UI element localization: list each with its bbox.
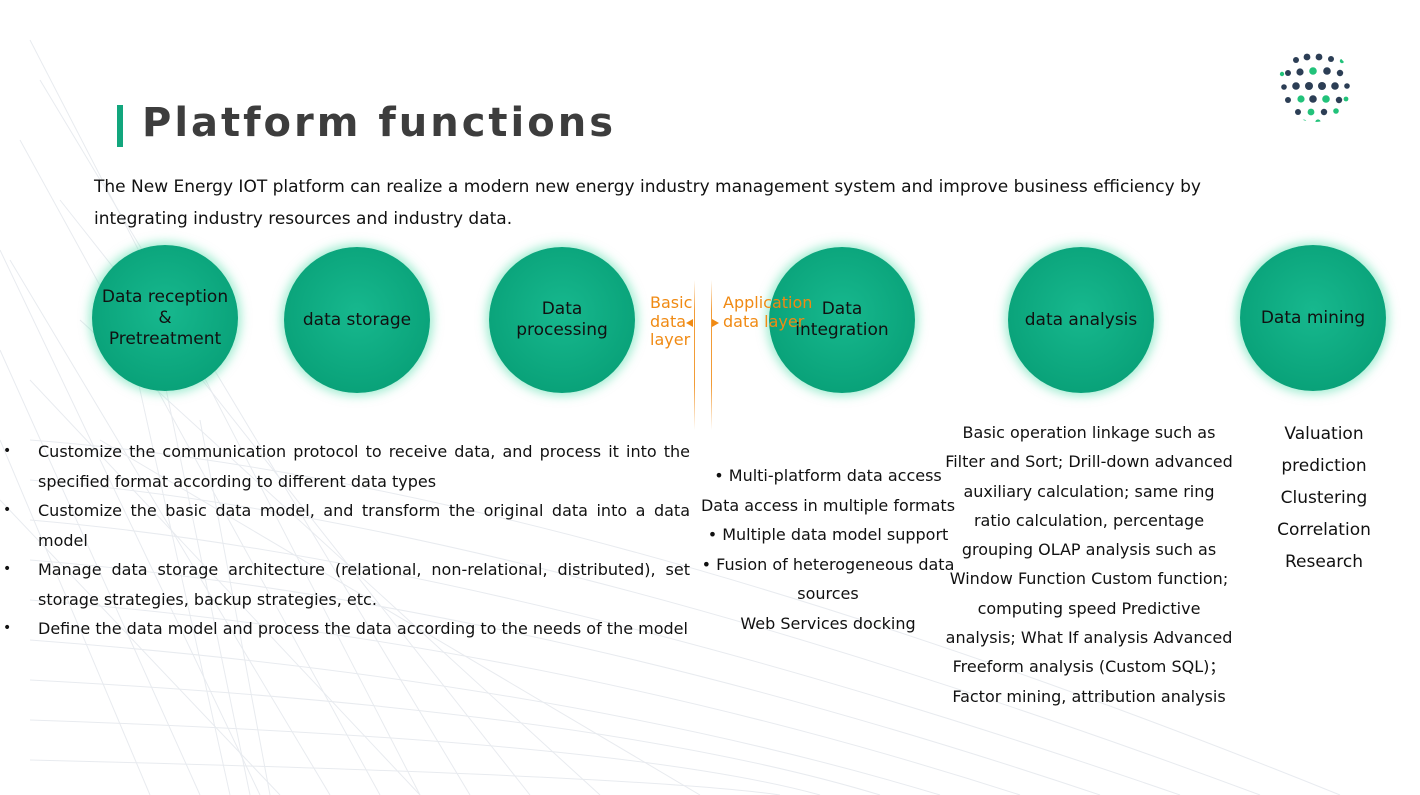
intro-paragraph: The New Energy IOT platform can realize … (94, 177, 1201, 229)
dotted-globe-icon (1279, 53, 1350, 122)
circle-data-reception: Data reception & Pretreatment (92, 245, 238, 391)
list-item: Manage data storage architecture (relati… (0, 555, 690, 614)
list-item: Web Services docking (740, 613, 916, 633)
circle-data-integration: Data integration (769, 247, 915, 393)
list-item: prediction (1281, 456, 1367, 476)
basic-data-layer-label: Basic data layer (650, 293, 693, 349)
arrow-right-icon (712, 319, 719, 327)
application-data-layer-label: Application data layer (723, 293, 813, 331)
integration-list: • Multi-platform data access Data access… (692, 461, 964, 638)
list-item: Research (1285, 552, 1363, 572)
circle-label: data storage (302, 309, 412, 330)
circle-label: Data processing (516, 299, 608, 340)
circle-label: Data mining (1260, 307, 1366, 328)
circle-label: data analysis (1024, 309, 1138, 330)
arrow-left-icon (686, 319, 693, 327)
list-item: • Fusion of heterogeneous data sources (701, 554, 955, 604)
title-accent-bar (117, 105, 123, 147)
circle-data-mining: Data mining (1240, 245, 1386, 391)
list-item: Correlation (1277, 520, 1371, 540)
circle-label: Data reception & Pretreatment (101, 286, 229, 349)
list-item: • Multiple data model support (707, 525, 949, 544)
list-item: Clustering (1280, 488, 1368, 508)
page-title: Platform functions (142, 100, 617, 146)
circle-data-analysis: data analysis (1008, 247, 1154, 393)
circle-data-processing: Data processing (489, 247, 635, 393)
list-item: Data access in multiple formats (700, 495, 956, 515)
analysis-description: Basic operation linkage such as Filter a… (945, 423, 1233, 706)
circle-label: Data integration (795, 299, 889, 340)
list-item: Valuation (1284, 424, 1364, 444)
circle-data-storage: data storage (284, 247, 430, 393)
list-item: Customize the communication protocol to … (0, 437, 690, 496)
application-layer-divider (711, 280, 712, 430)
basic-layer-divider (694, 280, 695, 430)
mining-list: Valuation prediction Clustering Correlat… (1262, 418, 1386, 578)
list-item: Define the data model and process the da… (0, 614, 690, 644)
processing-bullet-list: Customize the communication protocol to … (0, 437, 690, 644)
list-item: • Multi-platform data access (714, 466, 942, 485)
list-item: Customize the basic data model, and tran… (0, 496, 690, 555)
